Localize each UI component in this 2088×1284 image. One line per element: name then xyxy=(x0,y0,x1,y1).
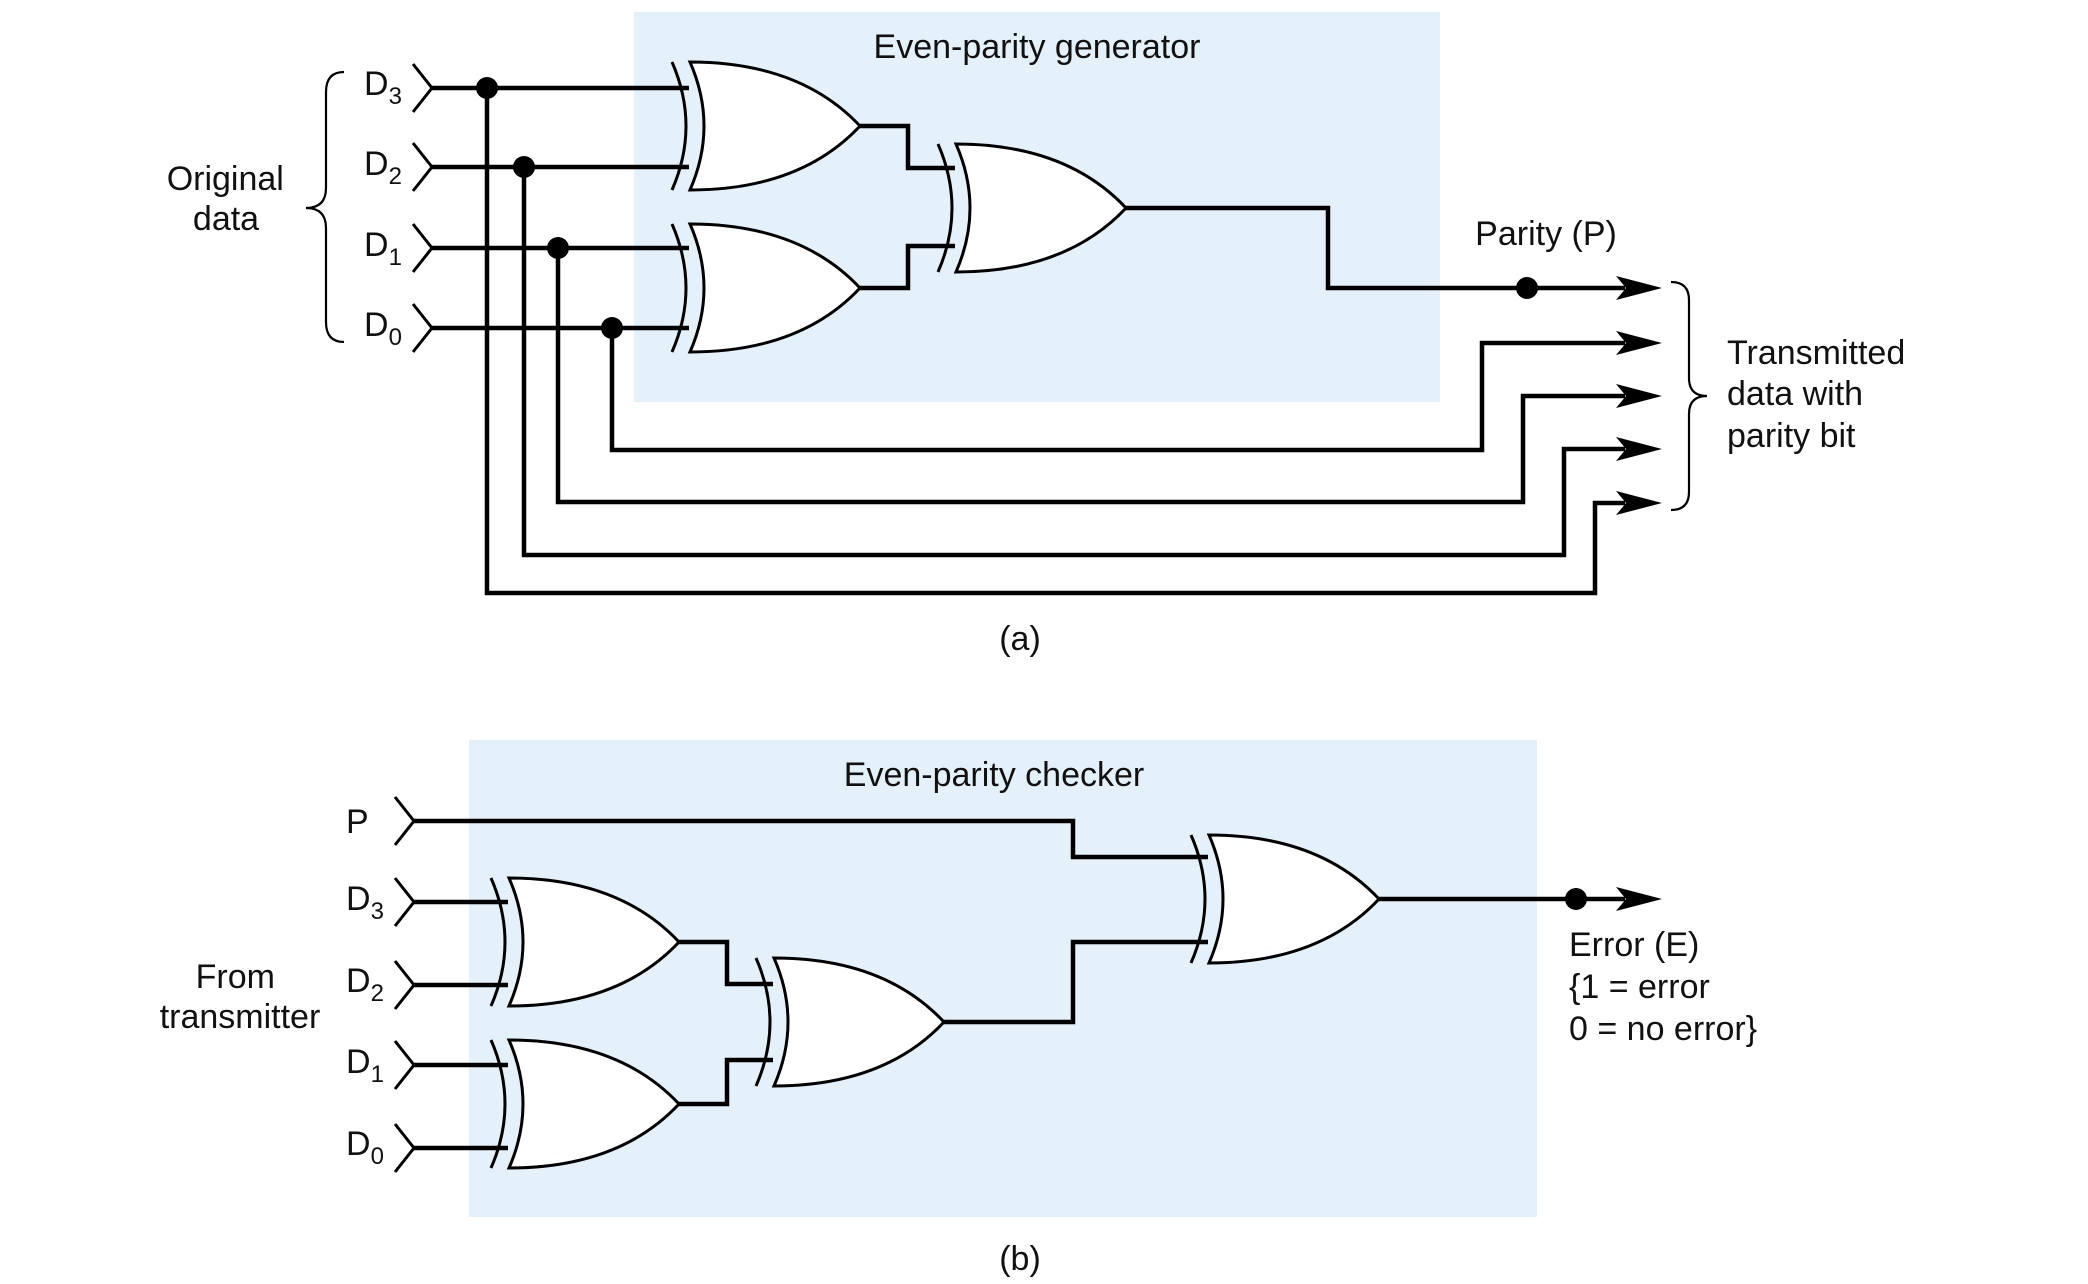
input-connector-d3 xyxy=(411,63,434,113)
input-connector-p xyxy=(393,796,416,846)
input-label-d3: D3 xyxy=(364,65,402,110)
arrowhead-out-d0 xyxy=(1616,331,1662,355)
input-connector-b-d3 xyxy=(393,877,416,927)
arrowhead-out-d1 xyxy=(1616,384,1662,408)
checker-figure: Even-parity checker P D3 D2 D1 D0 From t… xyxy=(160,740,1757,1278)
from-transmitter-label: From transmitter xyxy=(160,958,321,1036)
wire-p xyxy=(414,818,1208,860)
input-label-b-d0: D0 xyxy=(346,1125,384,1170)
input-label-d1: D1 xyxy=(364,226,402,271)
input-label-b-d1: D1 xyxy=(346,1043,384,1088)
input-connector-b-d0 xyxy=(393,1123,416,1173)
transmitted-data-label: Transmitted data with parity bit xyxy=(1727,334,1915,455)
wire-b3-out xyxy=(944,939,1208,1025)
wire-b1-out xyxy=(679,939,773,987)
checker-title: Even-parity checker xyxy=(844,756,1144,794)
caption-a: (a) xyxy=(999,620,1041,658)
input-connector-b-d1 xyxy=(393,1040,416,1090)
input-label-b-d3: D3 xyxy=(346,880,384,925)
wire-b2-out xyxy=(679,1057,773,1107)
route-d1 xyxy=(555,248,1625,505)
wire-a1-out xyxy=(860,123,955,171)
original-data-label: Original data xyxy=(167,160,294,238)
arrowhead-parity xyxy=(1616,276,1662,300)
error-label: Error (E) {1 = error 0 = no error} xyxy=(1569,926,1757,1048)
arrowhead-error xyxy=(1616,887,1662,911)
route-d2 xyxy=(521,167,1625,558)
input-connector-b-d2 xyxy=(393,960,416,1010)
arrowhead-out-d2 xyxy=(1616,437,1662,461)
input-label-d2: D2 xyxy=(364,145,402,190)
route-d0 xyxy=(609,328,1625,453)
generator-title: Even-parity generator xyxy=(874,28,1201,66)
transmitted-data-brace xyxy=(1670,280,1708,512)
generator-figure: Even-parity generator D3 D2 D1 D0 Origin… xyxy=(167,12,1915,658)
arrowhead-out-d3 xyxy=(1616,491,1662,515)
input-connector-d2 xyxy=(411,142,434,192)
route-d3 xyxy=(484,88,1625,596)
caption-b: (b) xyxy=(999,1240,1041,1278)
input-connector-d0 xyxy=(411,303,434,353)
wire-parity xyxy=(1126,205,1625,291)
parity-junction-dot xyxy=(1516,277,1538,299)
input-label-b-d2: D2 xyxy=(346,962,384,1007)
original-data-brace xyxy=(305,70,345,344)
input-label-p: P xyxy=(346,803,369,841)
parity-label: Parity (P) xyxy=(1475,215,1617,253)
error-junction-dot xyxy=(1565,888,1587,910)
input-label-d0: D0 xyxy=(364,306,402,351)
wire-a2-out xyxy=(860,243,955,291)
input-connector-d1 xyxy=(411,223,434,273)
